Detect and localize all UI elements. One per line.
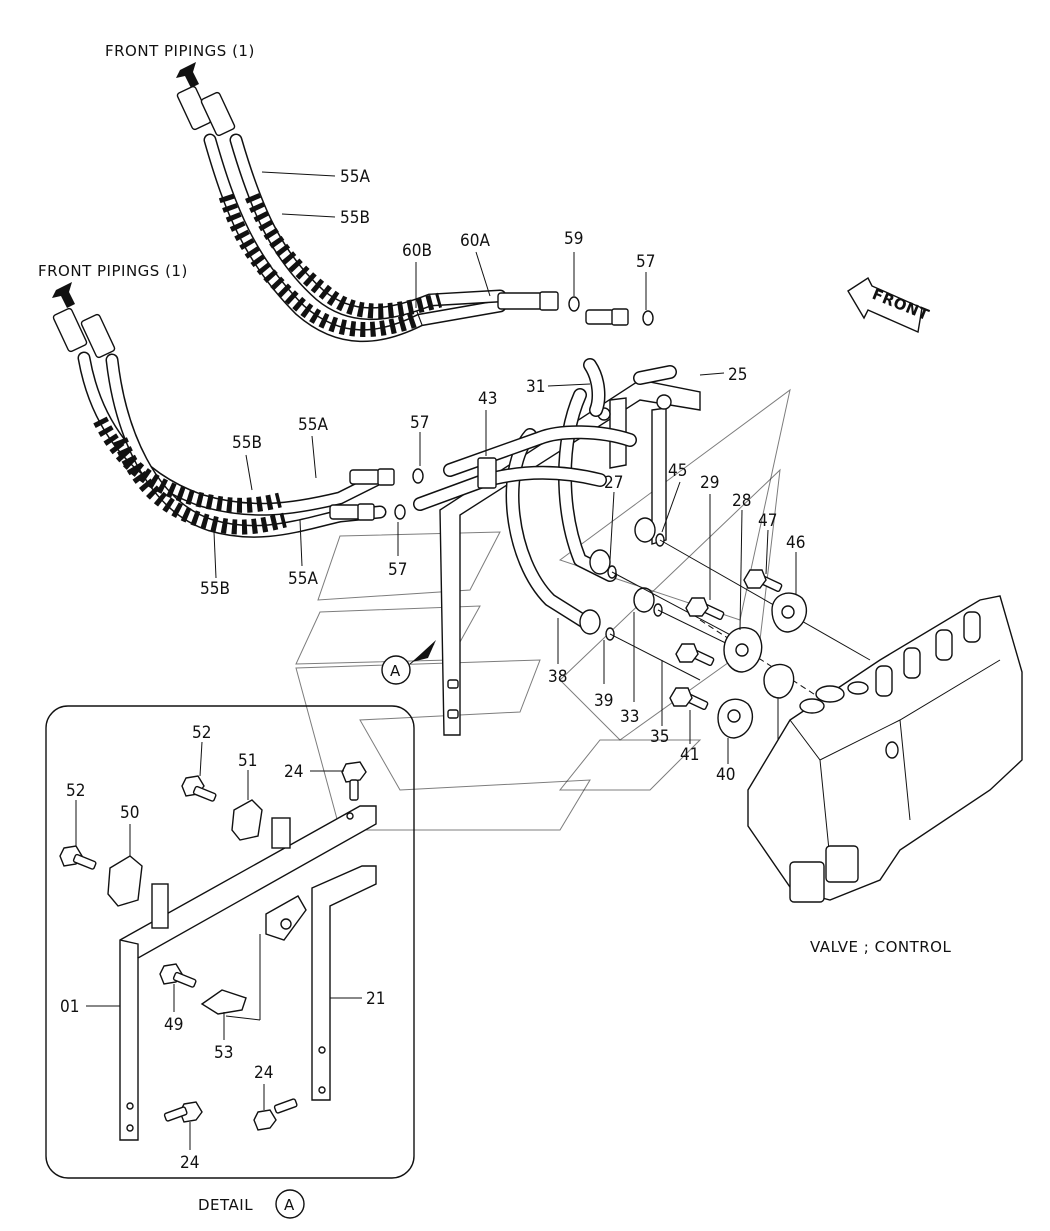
- arrow-up-left: [52, 282, 75, 308]
- arrow-up-top: [176, 62, 199, 88]
- callout-55b-left-1: 55B: [232, 433, 262, 453]
- callout-29: 29: [700, 473, 719, 493]
- callout-50: 50: [120, 803, 139, 823]
- callout-57-top: 57: [636, 252, 655, 272]
- callout-55b-top: 55B: [340, 208, 370, 228]
- valve-control-caption: VALVE ; CONTROL: [810, 938, 951, 956]
- control-valve-body: VALVE ; CONTROL: [747, 595, 1023, 956]
- callout-45: 45: [668, 461, 687, 481]
- callout-43: 43: [478, 389, 497, 409]
- detail-bolt-49: [159, 963, 197, 988]
- callout-24-mid: 24: [254, 1063, 273, 1083]
- pipe-bracket-assembly: 31 25 43 27 45 38 39 33 A: [381, 358, 901, 751]
- callout-31: 31: [526, 377, 545, 397]
- callout-55a-top: 55A: [340, 167, 370, 187]
- callout-27: 27: [604, 473, 623, 493]
- front-pipings-top-caption: FRONT PIPINGS (1): [105, 42, 255, 60]
- callout-46: 46: [786, 533, 805, 553]
- callout-28: 28: [732, 491, 751, 511]
- detail-bolt-24-mid: [253, 1098, 298, 1131]
- callout-49: 49: [164, 1015, 183, 1035]
- callout-38: 38: [548, 667, 567, 687]
- callout-40: 40: [716, 765, 735, 785]
- callout-33: 33: [620, 707, 639, 727]
- callout-52-b: 52: [66, 781, 85, 801]
- callout-51: 51: [238, 751, 257, 771]
- callout-60b: 60B: [402, 241, 432, 261]
- front-pipings-left-caption: FRONT PIPINGS (1): [38, 262, 188, 280]
- detail-caption: DETAIL: [198, 1196, 253, 1214]
- callout-01: 01: [60, 997, 79, 1017]
- callout-53: 53: [214, 1043, 233, 1063]
- callout-55a-left-2: 55A: [288, 569, 318, 589]
- callout-39: 39: [594, 691, 613, 711]
- detail-a-box: 24 52 51 52 50 01 21 49 53 24 24 DETAIL …: [45, 705, 415, 1219]
- callout-57-mid: 57: [410, 413, 429, 433]
- callout-55b-left-2: 55B: [200, 579, 230, 599]
- detail-a-label: A: [284, 1196, 295, 1214]
- detail-bolt-52b: [59, 845, 97, 870]
- top-hose-assembly: FRONT PIPINGS (1) 55A 55B 60B 60A 59 57: [105, 42, 655, 343]
- callout-60a: 60A: [460, 231, 490, 251]
- view-a-arrow: [412, 640, 436, 662]
- callout-35: 35: [650, 727, 669, 747]
- callout-24-top: 24: [284, 762, 303, 782]
- view-a-marker: [381, 655, 411, 685]
- left-hose-assembly: FRONT PIPINGS (1) 55B 55A 57 55B 55A 57: [38, 262, 429, 599]
- detail-a-marker: [275, 1189, 305, 1219]
- detail-bolt-24-top: [341, 761, 367, 801]
- callout-52-a: 52: [192, 723, 211, 743]
- callout-59: 59: [564, 229, 583, 249]
- callout-24-bot: 24: [180, 1153, 199, 1173]
- callout-25: 25: [728, 365, 747, 385]
- view-a-label: A: [390, 662, 401, 680]
- callout-57-low: 57: [388, 560, 407, 580]
- callout-41: 41: [680, 745, 699, 765]
- callout-21: 21: [366, 989, 385, 1009]
- detail-bolt-24-bot: [163, 1101, 203, 1123]
- front-direction-arrow: FRONT: [847, 276, 932, 334]
- callout-55a-left-1: 55A: [298, 415, 328, 435]
- detail-bolt-52a: [181, 775, 217, 802]
- callout-47: 47: [758, 511, 777, 531]
